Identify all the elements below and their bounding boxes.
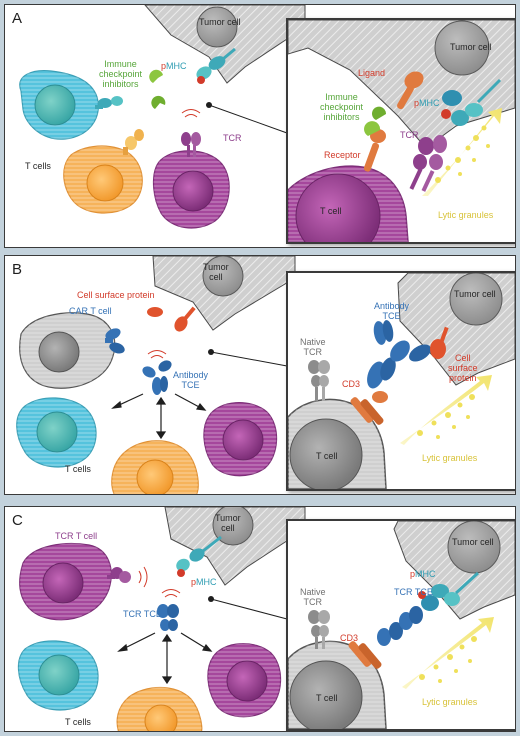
antibody-tce-icon: [140, 358, 173, 395]
panel-c: C Tumorcell TCR T cell pMHC TCR TCE T ce…: [4, 506, 516, 732]
lytic-granules-label: Lytic granules: [422, 453, 477, 463]
connector-line: [209, 105, 287, 133]
lytic-granules-label: Lytic granules: [422, 697, 477, 707]
receptor-icon: [363, 129, 386, 172]
tcr-icon: [410, 135, 447, 192]
t-cell-purple-nucleus: [223, 420, 263, 460]
t-cell-orange-nucleus: [145, 705, 177, 732]
panel-letter: B: [12, 261, 22, 278]
t-cell-blue-nucleus: [37, 412, 77, 452]
receptor-label: Receptor: [324, 150, 361, 160]
t-cell-label: T cell: [316, 693, 337, 703]
cell-surface-protein-label: Cell surface protein: [77, 290, 155, 300]
tumor-cell-label: Tumor cell: [452, 537, 494, 547]
t-cell-purple-nucleus: [227, 661, 267, 701]
connector-line: [211, 352, 287, 366]
tumor-nucleus: [450, 273, 502, 325]
pmhc-label: pMHC: [410, 569, 436, 579]
lytic-granules-dots: [417, 394, 475, 439]
t-cell-blue-nucleus: [35, 85, 75, 125]
tcr-tce-label: TCR TCE: [123, 609, 162, 619]
t-cell-blue-nucleus: [39, 655, 79, 695]
connector-line: [211, 599, 287, 619]
native-tcr-icon: [308, 360, 330, 401]
t-cell-purple-nucleus: [173, 171, 213, 211]
t-cell-label: T cell: [320, 206, 341, 216]
arrows: [119, 633, 211, 683]
signal-waves-icon: [182, 110, 200, 118]
pmhc-label: pMHC: [191, 577, 217, 587]
tcr-label: TCR: [223, 133, 242, 143]
lytic-granules-arrow: [400, 375, 492, 445]
pmhc-label: pMHC: [161, 61, 187, 71]
tumor-cell-label: Tumor cell: [454, 289, 496, 299]
tcr-t-cell-label: TCR T cell: [55, 531, 97, 541]
tcr-tce-icon: [377, 606, 423, 646]
tcr-t-cell-nucleus: [43, 563, 83, 603]
checkpoint-inhibitors-label: Immune checkpoint inhibitors: [99, 59, 142, 89]
checkpoint-inhibitor-icon: [149, 70, 163, 83]
tumor-cell-label: Tumor cell: [199, 17, 241, 27]
cd3-label: CD3: [340, 633, 358, 643]
t-cells-label: T cells: [65, 717, 91, 727]
signal-waves-icon: [148, 351, 166, 359]
signal-waves-icon: [139, 567, 180, 597]
lytic-granules-dots: [419, 636, 477, 683]
tcr-label: TCR: [400, 130, 419, 140]
panel-letter: C: [12, 512, 23, 529]
cell-surface-protein-icon: [147, 307, 196, 334]
tumor-cell-label: Tumor cell: [450, 42, 492, 52]
ligand-label: Ligand: [358, 68, 385, 78]
lytic-granules-label: Lytic granules: [438, 210, 493, 220]
arrows: [113, 394, 205, 438]
tumor-nucleus: [197, 7, 237, 47]
tcr-tce-label: TCR TCE: [394, 587, 433, 597]
t-cell-orange-nucleus: [137, 460, 173, 495]
checkpoint-inhibitor-icon: [151, 96, 165, 109]
tumor-nucleus: [448, 521, 500, 573]
car-t-cell-nucleus: [39, 332, 79, 372]
panel-letter: A: [12, 10, 22, 27]
t-cell-label: T cell: [316, 451, 337, 461]
cd3-label: CD3: [342, 379, 360, 389]
pmhc-label: pMHC: [414, 98, 440, 108]
panel-a-inset: Tumor cell Ligand Immune checkpoint inhi…: [286, 18, 516, 244]
panel-a: A Tumor cell Immune checkpoint inhibitor…: [4, 4, 516, 248]
checkpoint-inhibitors-label: Immune checkpoint inhibitors: [320, 92, 363, 122]
t-cell-orange-nucleus: [87, 165, 123, 201]
checkpoint-inhibitor-icon: [372, 107, 386, 120]
t-cells-label: T cells: [65, 464, 91, 474]
car-t-cell-label: CAR T cell: [69, 306, 112, 316]
t-cells-label: T cells: [25, 161, 51, 171]
tcr-blue-icon: [95, 96, 123, 109]
native-tcr-label: NativeTCR: [300, 337, 326, 357]
tcr-orange-icon: [123, 129, 144, 155]
lytic-granules-arrow: [402, 617, 494, 689]
